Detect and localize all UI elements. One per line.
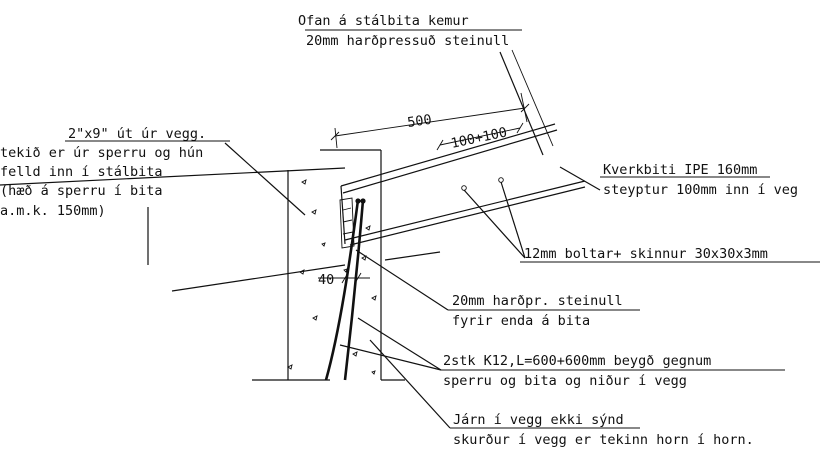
dim-100-tick-right: [516, 122, 524, 134]
leader-iron-note: [369, 339, 451, 429]
leader-bolts-note: [463, 189, 526, 259]
wool-note-line-1: 20mm harðpr. steinull: [452, 293, 623, 309]
beam-end-cut: [340, 185, 346, 245]
top-note-line-2: 20mm harðpressuð steinull: [306, 33, 509, 49]
iron-note-line-2: skurður í vegg er tekinn horn í horn.: [453, 432, 754, 448]
rebar-end-2: [360, 198, 366, 204]
rebar-1: [324, 199, 360, 381]
rebar-end-1: [355, 198, 361, 204]
bolt-2: [498, 177, 504, 183]
leader-wool-note: [355, 249, 449, 311]
dim-500-tick-right: [520, 103, 530, 113]
beam-note-line-2: steyptur 100mm inn í veg: [603, 182, 798, 198]
leader-left-note-1: [224, 142, 306, 216]
dim-100-line: [439, 127, 521, 146]
dim-500-tick-left: [330, 131, 340, 141]
rebar-2: [343, 199, 365, 381]
drawing-linework: [0, 49, 601, 429]
dim-40-tick-left: [341, 272, 349, 284]
leader-rebar-note-1: [357, 317, 442, 371]
left-note-line-4: (hæð á sperru í bita: [0, 183, 163, 199]
leader-beam-note: [559, 166, 601, 191]
left-note-line-1: 2"x9" út úr vegg.: [68, 126, 206, 142]
rebar-note-line-2: sperru og bita og niður í vegg: [443, 373, 687, 389]
dim-500-ext-left: [334, 127, 338, 149]
dimension-500-label: 500: [406, 112, 432, 131]
bolt-1: [461, 185, 467, 191]
concrete-aggregate-marks: [287, 179, 377, 375]
rebar-note-line-1: 2stk K12,L=600+600mm beygð gegnum: [443, 353, 711, 369]
rafter-bottom-extension: [384, 251, 441, 261]
dim-100-tick-left: [436, 139, 444, 151]
leader-rebar-note-2: [339, 344, 442, 371]
wool-note-line-2: fyrir enda á bita: [452, 313, 590, 329]
beam-top-flange-2: [342, 129, 558, 194]
dim-500-ext-right: [520, 92, 528, 123]
left-note-line-3: felld inn í stálbita: [0, 164, 163, 180]
dim-40-tick-right: [354, 272, 362, 284]
iron-note-line-1: Járn í vegg ekki sýnd: [453, 412, 624, 428]
dimension-100-label: 100+100: [450, 124, 509, 151]
leader-top-note: [499, 51, 544, 156]
leader-bolts-note-2: [500, 181, 526, 259]
leader-top-note-2: [511, 49, 554, 147]
beam-note-line-1: Kverkbiti IPE 160mm: [603, 162, 757, 178]
beam-bottom-flange-1: [344, 180, 586, 241]
left-note-line-5: a.m.k. 150mm): [0, 203, 106, 219]
beam-bottom-flange-2: [349, 186, 586, 246]
rafter-bottom-edge: [171, 264, 346, 292]
bolts-note: 12mm boltar+ skinnur 30x30x3mm: [524, 246, 768, 262]
top-note-line-1: Ofan á stálbita kemur: [298, 13, 469, 29]
wool-pad: [339, 197, 355, 249]
dim-500-line: [334, 107, 526, 137]
text-underlines: [65, 29, 820, 429]
left-note-line-2: tekið er úr sperru og hún: [0, 145, 203, 161]
dimension-40-label: 40: [318, 272, 334, 288]
beam-top-flange-1: [340, 123, 556, 187]
